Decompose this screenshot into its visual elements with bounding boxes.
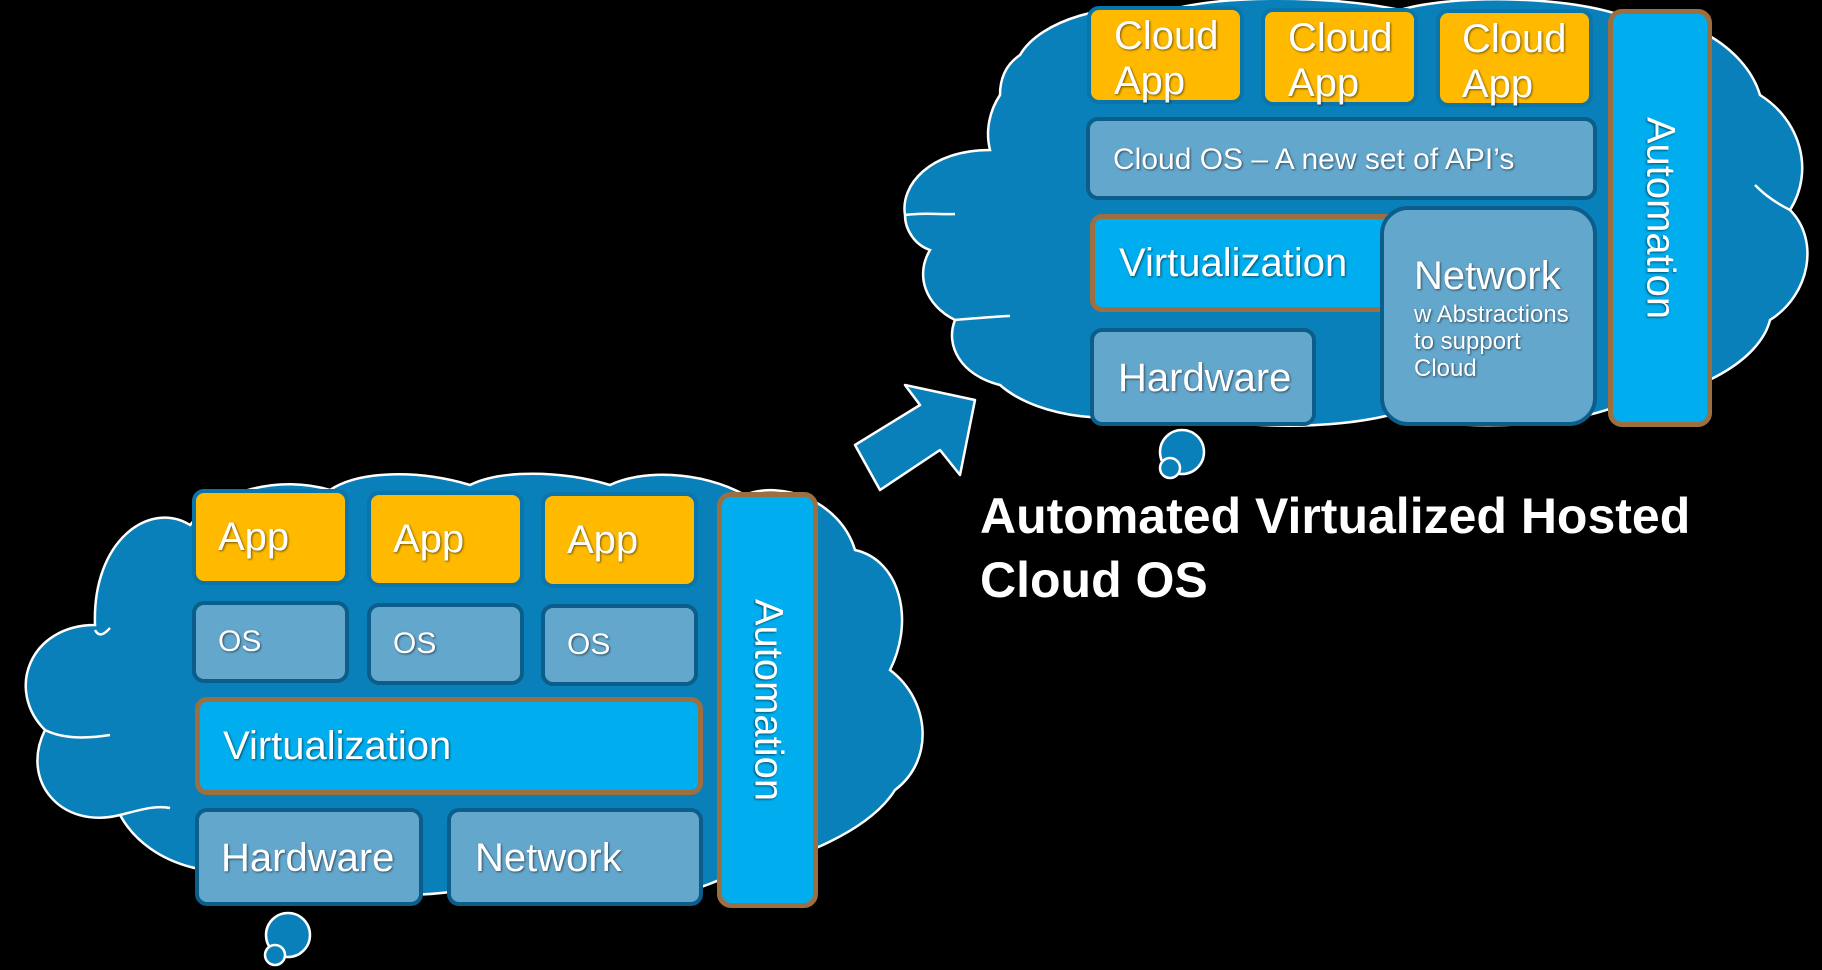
right-network-sub-1: w Abstractions <box>1414 301 1569 328</box>
left-virtualization-label: Virtualization <box>223 724 452 768</box>
right-app-2-line2: App <box>1288 61 1360 105</box>
right-app-2: Cloud App <box>1261 8 1418 106</box>
left-virtualization: Virtualization <box>195 697 703 795</box>
right-cloud-os: Cloud OS – A new set of API’s <box>1086 117 1597 200</box>
left-hardware: Hardware <box>195 808 423 906</box>
right-virtualization-label: Virtualization <box>1119 241 1348 285</box>
right-app-1: Cloud App <box>1087 6 1244 104</box>
left-network: Network <box>447 808 703 906</box>
right-automation-label: Automation <box>1638 116 1683 320</box>
left-os-3-label: OS <box>567 628 611 661</box>
left-app-1: App <box>192 489 349 585</box>
title-line-2: Cloud OS <box>980 552 1208 608</box>
diagram-title: Automated Virtualized Hosted Cloud OS <box>980 484 1690 612</box>
left-app-3: App <box>541 492 698 588</box>
right-network-sub-3: Cloud <box>1414 355 1477 382</box>
right-app-3: Cloud App <box>1436 9 1593 107</box>
right-app-3-line2: App <box>1462 62 1534 106</box>
right-network-label: Network <box>1414 254 1561 298</box>
right-cloud-os-label: Cloud OS – A new set of API’s <box>1113 143 1515 176</box>
left-os-1: OS <box>192 601 349 683</box>
left-hardware-label: Hardware <box>221 836 395 880</box>
right-network: Network w Abstractions to support Cloud <box>1380 206 1597 426</box>
right-app-1-line1: Cloud <box>1114 14 1219 58</box>
right-network-sub-2: to support <box>1414 328 1521 355</box>
right-app-2-line1: Cloud <box>1288 16 1393 60</box>
right-hardware: Hardware <box>1090 328 1316 426</box>
left-app-2: App <box>367 491 524 587</box>
left-os-2-label: OS <box>393 627 437 660</box>
right-virtualization: Virtualization <box>1090 214 1400 312</box>
right-automation: Automation <box>1608 9 1712 427</box>
left-automation-label: Automation <box>746 598 790 802</box>
left-os-2: OS <box>367 603 524 685</box>
title-line-1: Automated Virtualized Hosted <box>980 488 1691 544</box>
left-os-3: OS <box>541 604 698 686</box>
left-network-label: Network <box>475 836 622 880</box>
left-app-1-label: App <box>218 515 290 559</box>
right-hardware-label: Hardware <box>1118 356 1292 400</box>
right-app-3-line1: Cloud <box>1462 17 1567 61</box>
left-automation: Automation <box>717 492 818 908</box>
right-thought-bubbles <box>1158 428 1206 480</box>
left-thought-bubbles <box>263 911 312 967</box>
left-app-2-label: App <box>393 517 465 561</box>
arrow-icon <box>853 383 977 492</box>
right-app-1-line2: App <box>1114 59 1186 103</box>
left-os-1-label: OS <box>218 625 262 658</box>
left-app-3-label: App <box>567 518 639 562</box>
